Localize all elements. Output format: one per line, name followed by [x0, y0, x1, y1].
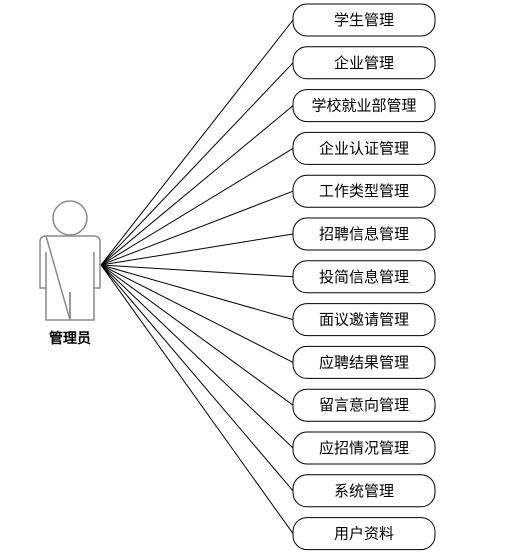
- use-case-label: 学生管理: [334, 11, 394, 29]
- use-case-box: [292, 217, 436, 251]
- actor-name: 管理员: [49, 330, 91, 347]
- actor-admin: 管理员: [39, 200, 101, 347]
- use-case-box: [292, 260, 436, 294]
- use-case-box: [292, 89, 436, 123]
- use-case-label: 系统管理: [334, 482, 394, 500]
- use-case: 学校就业部管理: [292, 89, 436, 123]
- use-case-list: 学生管理企业管理学校就业部管理企业认证管理工作类型管理招聘信息管理投简信息管理面…: [292, 3, 436, 551]
- association-line: [100, 147, 294, 266]
- association-line: [100, 264, 294, 534]
- association-line: [100, 62, 294, 266]
- use-case-box: [292, 3, 436, 37]
- association-line: [100, 264, 294, 278]
- use-case-box: [292, 303, 436, 337]
- use-case-label: 应招情况管理: [319, 439, 409, 457]
- use-case-box: [292, 517, 436, 551]
- association-line: [100, 264, 294, 363]
- use-case-box: [292, 388, 436, 422]
- use-case-box: [292, 131, 436, 165]
- use-case: 应聘结果管理: [292, 345, 436, 379]
- use-case-label: 招聘信息管理: [319, 225, 409, 243]
- use-case-label: 应聘结果管理: [319, 353, 409, 371]
- use-case-label: 用户资料: [334, 525, 394, 543]
- association-line: [100, 264, 294, 449]
- use-case-box: [292, 345, 436, 379]
- use-case: 用户资料: [292, 517, 436, 551]
- actor-head: [52, 200, 88, 236]
- use-case-label: 留言意向管理: [319, 396, 409, 414]
- use-case: 企业认证管理: [292, 131, 436, 165]
- use-case-box: [292, 174, 436, 208]
- use-case: 工作类型管理: [292, 174, 436, 208]
- use-case: 留言意向管理: [292, 388, 436, 422]
- use-case-box: [292, 46, 436, 80]
- use-case-box: [292, 474, 436, 508]
- association-line: [100, 264, 294, 492]
- user-icon: [39, 200, 101, 321]
- association-line: [100, 264, 294, 321]
- use-case: 应招情况管理: [292, 431, 436, 465]
- association-line: [100, 19, 294, 266]
- association-line: [100, 190, 294, 266]
- use-case-label: 企业管理: [334, 54, 394, 72]
- use-case-label: 企业认证管理: [319, 139, 409, 157]
- use-case-label: 投简信息管理: [319, 268, 409, 286]
- use-case: 投简信息管理: [292, 260, 436, 294]
- actor-body: [39, 235, 101, 321]
- association-line: [100, 233, 294, 266]
- association-lines: [100, 19, 294, 534]
- use-case: 企业管理: [292, 46, 436, 80]
- use-case-label: 面议邀请管理: [319, 311, 409, 329]
- use-case-box: [292, 431, 436, 465]
- association-line: [100, 105, 294, 266]
- use-case: 学生管理: [292, 3, 436, 37]
- use-case: 面议邀请管理: [292, 303, 436, 337]
- use-case-label: 学校就业部管理: [311, 97, 416, 115]
- use-case: 招聘信息管理: [292, 217, 436, 251]
- use-case-label: 工作类型管理: [319, 182, 409, 200]
- use-case: 系统管理: [292, 474, 436, 508]
- association-line: [100, 264, 294, 406]
